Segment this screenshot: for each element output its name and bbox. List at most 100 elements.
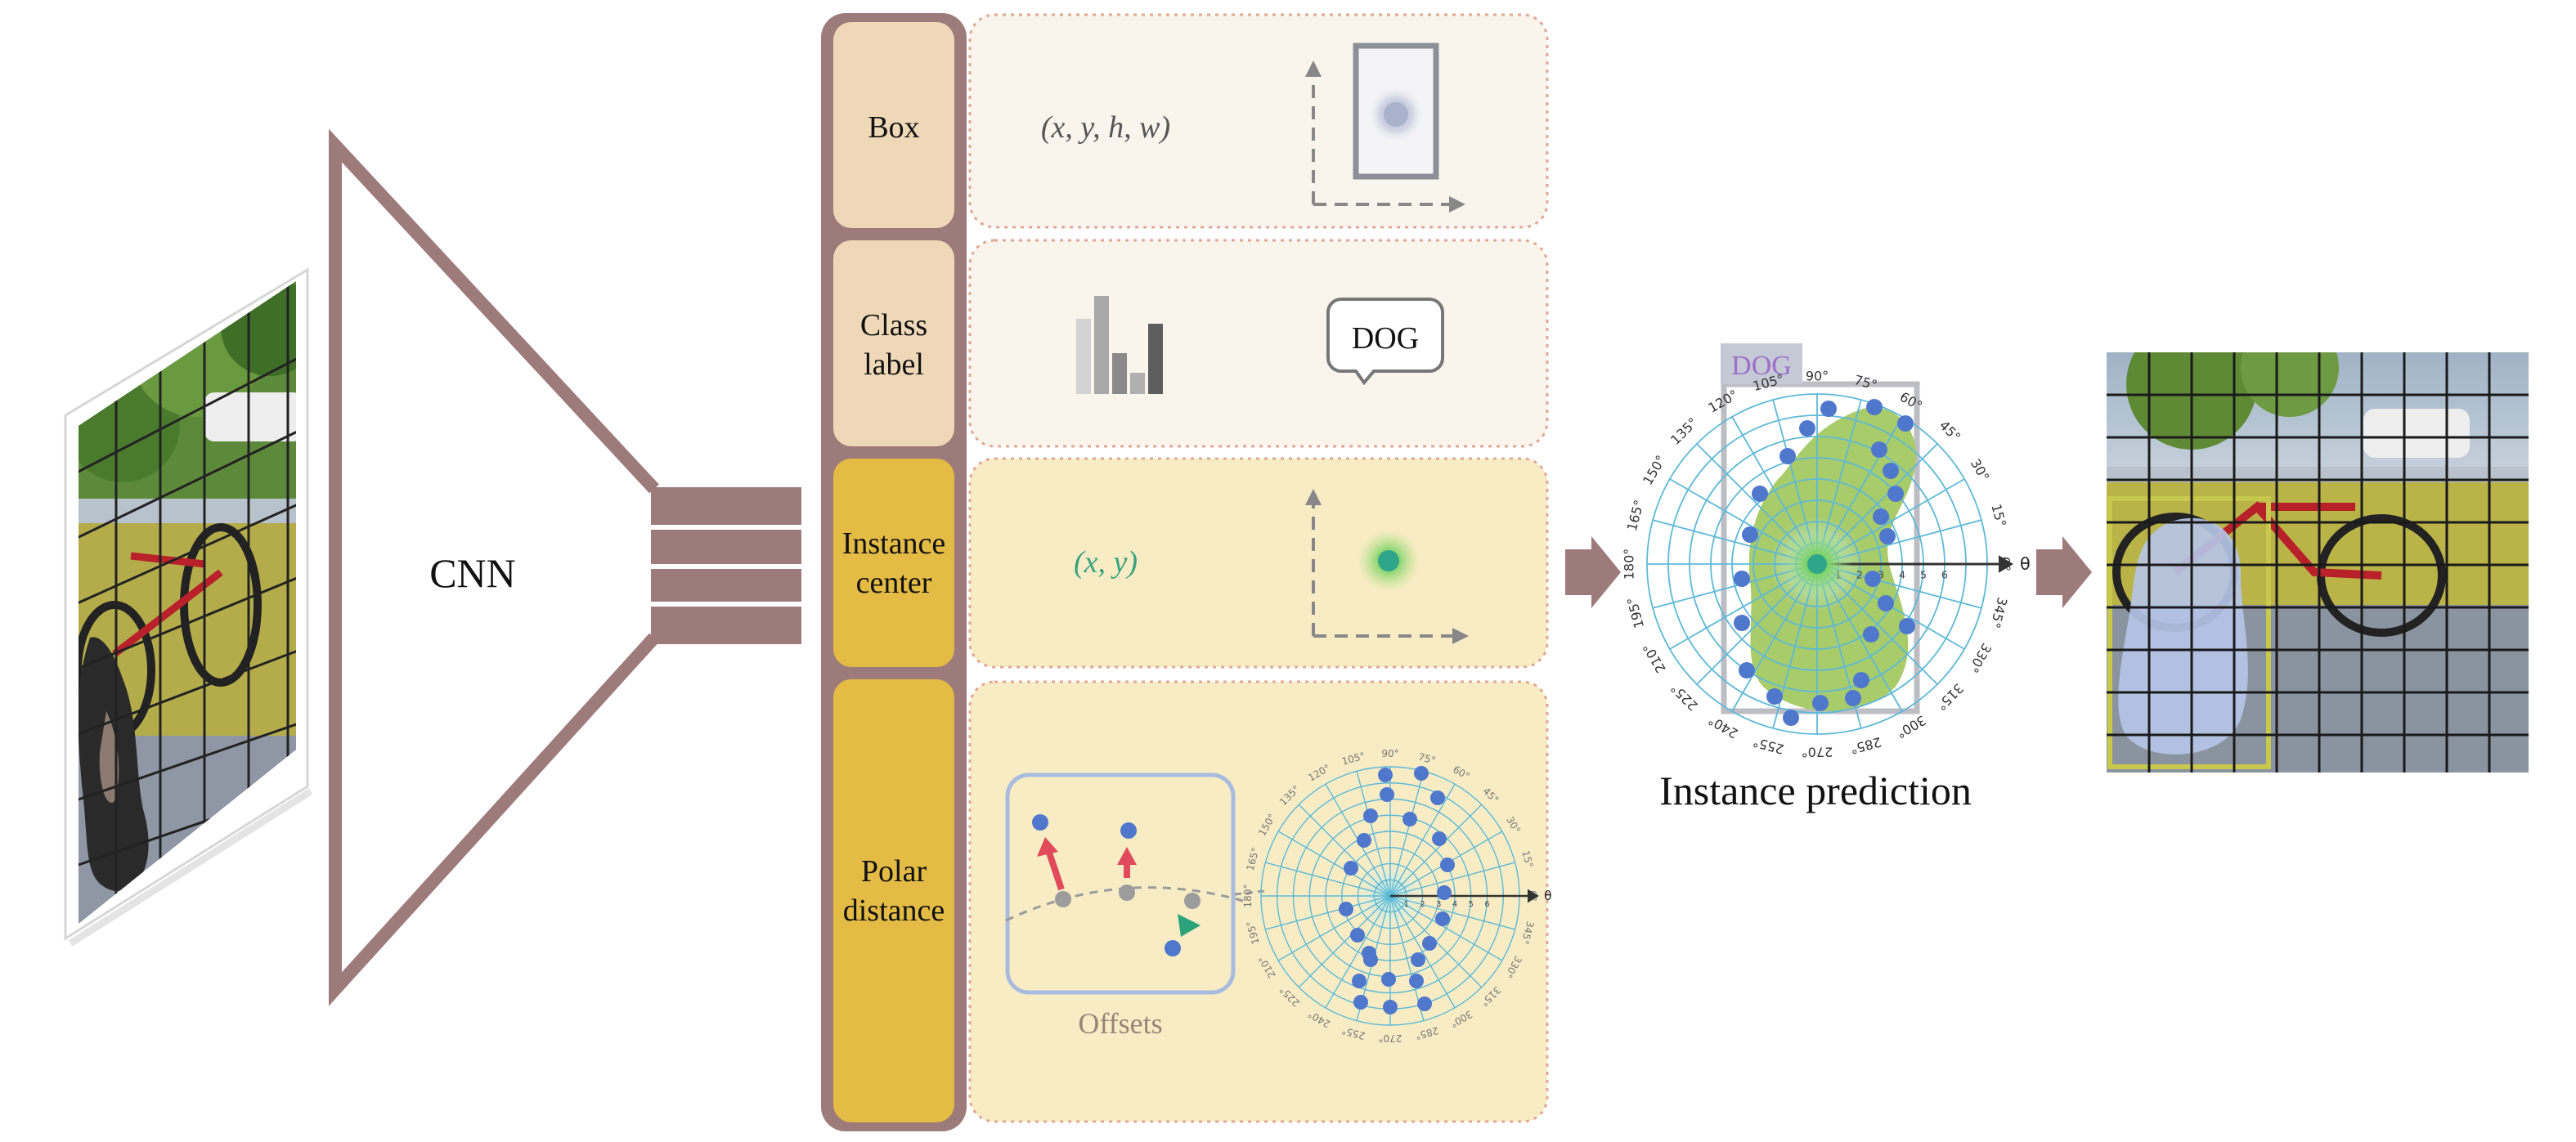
polar-angle-label: 345° [1987, 595, 2010, 629]
contour-point [1742, 526, 1758, 543]
contour-point [1783, 710, 1799, 726]
contour-point [1799, 420, 1815, 437]
polar-spoke [1389, 862, 1515, 897]
contour-point [1897, 415, 1914, 432]
center-formula: (x, y) [1074, 545, 1138, 580]
contour-point-small [1437, 885, 1452, 900]
histogram-icon [1076, 296, 1163, 394]
polar-spoke [1265, 862, 1391, 897]
class-label-dog: DOG [1352, 321, 1419, 356]
polar-angle-label: 240° [1706, 712, 1741, 741]
arrow-to-output [2036, 536, 2092, 608]
contour-point [1812, 695, 1829, 711]
polar-angle-label: 15° [1988, 502, 2009, 528]
head-class-label-line2: label [864, 347, 924, 382]
polar-angle-label: 300° [1894, 712, 1929, 741]
polar-angle-label: 270° [1802, 744, 1833, 759]
contour-point [1878, 595, 1894, 611]
radial-tick-label: 3 [1878, 570, 1884, 582]
contour-point [1863, 626, 1879, 643]
polar-angle-label: 165° [1624, 498, 1647, 532]
contour-point-small [1435, 911, 1450, 926]
theta-label: θ [1544, 889, 1552, 903]
contour-point [1866, 399, 1883, 415]
polar-angle-label: 60° [1897, 389, 1925, 414]
head-polar-distance [833, 679, 954, 1122]
instance-prediction: DOG 0°15°30°45°60°75°90°105°120°135°150°… [1622, 343, 2031, 813]
polar-angle-label: 225° [1667, 680, 1701, 714]
cnn-block: CNN [329, 128, 801, 1006]
dog-mask [2118, 517, 2248, 755]
theta-label: θ [2020, 553, 2031, 573]
speech-bubble: DOG [1326, 298, 1444, 386]
output-photo [2107, 352, 2529, 773]
contour-point [1820, 401, 1837, 417]
radial-tick-label: 6 [1941, 570, 1948, 582]
head-class-label-line1: Class [860, 308, 927, 343]
box-formula: (x, y, h, w) [1041, 110, 1170, 145]
contour-point-small [1381, 972, 1396, 987]
contour-point [1853, 672, 1869, 688]
cnn-label: CNN [429, 550, 516, 596]
contour-point-small [1383, 1000, 1398, 1014]
contour-point-small [1414, 766, 1429, 781]
contour-point-small [1409, 974, 1424, 988]
polar-spoke [1298, 895, 1391, 988]
radial-tick-label: 4 [1899, 570, 1905, 582]
polar-angle-label: 75° [1417, 751, 1437, 767]
contour-point [1871, 441, 1887, 458]
polar-spoke [1265, 895, 1391, 930]
instance-center-point [1807, 554, 1827, 574]
feature-bar-3 [651, 569, 801, 602]
contour-point-small [1417, 996, 1432, 1011]
polar-angle-label: 75° [1852, 372, 1878, 393]
head-polar-distance-line2: distance [843, 893, 945, 928]
polar-angle-label: 180° [1622, 549, 1637, 580]
contour-point-small [1430, 790, 1445, 805]
input-photo [64, 267, 312, 947]
polar-spoke [1298, 804, 1391, 897]
contour-point-small [1402, 812, 1417, 826]
panel-box: (x, y, h, w) [968, 13, 1549, 229]
feature-bar-4 [651, 607, 801, 644]
contour-point [1883, 463, 1899, 479]
contour-point-small [1411, 952, 1425, 967]
polar-angle-label: 315° [1933, 680, 1967, 714]
head-instance-center-line2: center [856, 566, 932, 600]
contour-point-small [1350, 928, 1365, 943]
contour-point-small [1357, 833, 1371, 848]
contour-point [1734, 571, 1750, 587]
contour-point [1766, 688, 1783, 705]
contour-points [1734, 399, 1915, 726]
polar-spoke [1389, 895, 1515, 930]
polar-angle-label: 255° [1751, 734, 1785, 757]
contour-point-small [1440, 858, 1455, 872]
polar-spoke [1389, 783, 1456, 897]
radial-tick-label: 4 [1452, 900, 1457, 909]
head-instance-center-line1: Instance [842, 526, 946, 561]
polar-angle-label: 90° [1381, 748, 1398, 759]
polar-spoke [1389, 804, 1483, 897]
contour-point [1845, 690, 1861, 706]
polar-angle-label: 285° [1848, 734, 1883, 757]
contour-point [1779, 448, 1796, 464]
contour-point [1865, 571, 1881, 587]
contour-point-small [1422, 936, 1437, 951]
contour-point-small [1363, 808, 1378, 823]
contour-point [1887, 486, 1904, 502]
head-column: Box Class label Instance center Polar di… [821, 13, 967, 1131]
polar-angle-label: 45° [1936, 418, 1963, 445]
panel-center: (x, y) [968, 457, 1549, 669]
polar-spoke [1356, 771, 1391, 897]
offsets-box [1005, 773, 1236, 995]
radial-tick-label: 5 [1920, 570, 1927, 582]
contour-point-small [1380, 787, 1394, 802]
polar-angle-label: 30° [1968, 456, 1993, 484]
polar-angle-label: 330° [1965, 641, 1995, 676]
polar-angle-label: 90° [1806, 369, 1829, 384]
contour-point-small [1378, 768, 1393, 782]
polar-spoke [1389, 895, 1425, 1021]
contour-point [1879, 528, 1896, 544]
polar-spoke [1277, 831, 1391, 897]
